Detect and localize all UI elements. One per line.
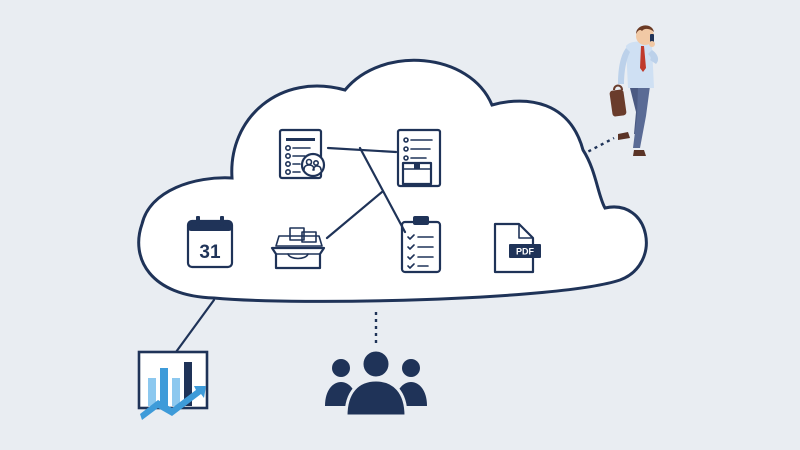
connector-box-to-checklist <box>325 190 384 240</box>
pdf-file-icon: PDF <box>493 222 541 274</box>
growth-chart-icon <box>137 350 209 420</box>
clipboard-checklist-icon <box>400 216 442 274</box>
pdf-label: PDF <box>516 247 535 257</box>
connector-chart <box>174 298 216 354</box>
cloud-shape <box>137 58 648 303</box>
calendar-day: 31 <box>199 242 221 263</box>
shipment-document-icon <box>396 128 442 188</box>
archive-box-icon <box>270 227 326 270</box>
team-icon <box>325 348 427 418</box>
connector-doc-to-checklist <box>358 146 407 234</box>
document-with-user-icon <box>278 128 326 180</box>
calendar-icon: 31 <box>186 216 234 269</box>
businessman-on-phone-icon <box>609 25 659 156</box>
